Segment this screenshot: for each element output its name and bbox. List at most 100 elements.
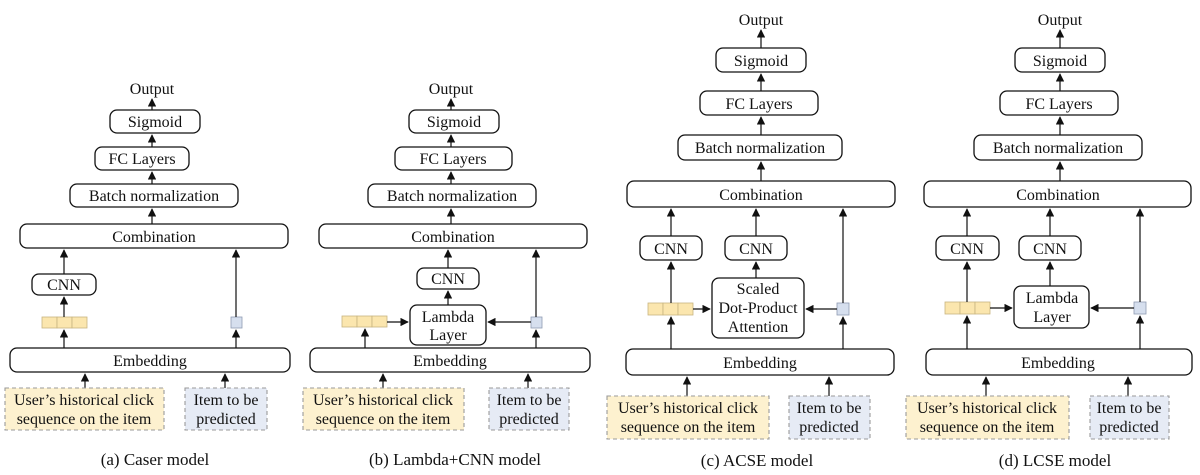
item-input-line-2: predicted xyxy=(499,411,559,428)
cnn-mid-label: CNN xyxy=(739,241,773,258)
user-input-line-2: sequence on the item xyxy=(316,411,451,428)
sigmoid-label: Sigmoid xyxy=(1033,53,1087,70)
user-click-sequence-input xyxy=(302,387,465,431)
user-click-sequence-input xyxy=(4,387,165,431)
attention-label-line-3: Attention xyxy=(728,319,788,336)
user-input-line-1: User’s historical click xyxy=(313,392,453,409)
panel-b-lambda-cnn: Output Sigmoid FC Layers Batch normaliza… xyxy=(302,81,591,469)
panel-caption: (c) ACSE model xyxy=(701,451,814,470)
batch-normalization-block xyxy=(69,183,239,208)
sigmoid-block xyxy=(408,109,500,134)
embedding-block xyxy=(925,348,1193,376)
combination-block xyxy=(19,223,289,249)
output-label: Output xyxy=(130,81,175,98)
user-input-line-2: sequence on the item xyxy=(621,419,756,436)
cnn-label: CNN xyxy=(47,277,81,294)
combination-block xyxy=(318,223,588,249)
embedding-label: Embedding xyxy=(723,355,797,372)
item-to-predict-input xyxy=(1089,395,1170,440)
fc-layers-label: FC Layers xyxy=(108,151,175,168)
lambda-label-line-2: Layer xyxy=(1033,309,1071,326)
combination-label: Combination xyxy=(1016,187,1100,204)
cnn-left-label: CNN xyxy=(950,241,984,258)
sigmoid-block xyxy=(1014,47,1106,73)
sigmoid-block xyxy=(715,47,807,73)
panel-a-caser: Output Sigmoid FC Layers Batch normaliza… xyxy=(4,81,291,469)
panel-c-acse: Output Sigmoid FC Layers Batch normaliza… xyxy=(606,12,896,470)
batch-normalization-block xyxy=(367,183,537,208)
user-embedding-vector xyxy=(341,315,388,328)
user-input-line-2: sequence on the item xyxy=(920,419,1055,436)
item-input-line-2: predicted xyxy=(196,411,256,428)
fc-layers-block xyxy=(394,146,513,171)
item-input-line-1: Item to be xyxy=(194,392,259,409)
embedding-label: Embedding xyxy=(413,353,487,370)
item-embedding-vector xyxy=(230,316,243,329)
panel-caption: (a) Caser model xyxy=(101,450,210,469)
panel-caption: (d) LCSE model xyxy=(999,451,1112,470)
output-label: Output xyxy=(429,81,474,98)
batch-normalization-label: Batch normalization xyxy=(993,140,1123,157)
item-input-line-1: Item to be xyxy=(797,400,862,417)
combination-label: Combination xyxy=(411,229,495,246)
item-embedding-vector xyxy=(836,302,850,316)
output-label: Output xyxy=(1038,12,1083,29)
batch-normalization-label: Batch normalization xyxy=(387,188,517,205)
fc-layers-block xyxy=(94,146,190,171)
user-click-sequence-input xyxy=(905,395,1070,440)
batch-normalization-block xyxy=(677,134,843,161)
user-embedding-vector xyxy=(41,316,88,329)
user-embedding-vector xyxy=(647,302,694,316)
item-input-line-1: Item to be xyxy=(497,392,562,409)
combination-label: Combination xyxy=(719,187,803,204)
cnn-label: CNN xyxy=(431,271,465,288)
lambda-layer-block xyxy=(1013,285,1090,329)
embedding-block xyxy=(309,347,591,373)
sigmoid-label: Sigmoid xyxy=(734,53,788,70)
lambda-label-line-2: Layer xyxy=(429,327,467,344)
item-input-line-2: predicted xyxy=(799,419,859,436)
fc-layers-label: FC Layers xyxy=(419,151,486,168)
item-to-predict-input xyxy=(488,387,570,431)
item-input-line-2: predicted xyxy=(1099,419,1159,436)
sigmoid-block xyxy=(109,109,201,134)
scaled-dot-product-attention-block xyxy=(711,277,805,339)
item-input-line-1: Item to be xyxy=(1097,400,1162,417)
output-label: Output xyxy=(739,12,784,29)
embedding-label: Embedding xyxy=(113,353,187,370)
fc-layers-block xyxy=(699,90,819,116)
embedding-block xyxy=(9,347,291,373)
cnn-mid-label: CNN xyxy=(1033,241,1067,258)
embedding-label: Embedding xyxy=(1021,355,1095,372)
sigmoid-label: Sigmoid xyxy=(128,114,182,131)
user-click-sequence-input xyxy=(606,395,770,440)
combination-block xyxy=(923,180,1192,208)
user-embedding-vector xyxy=(944,301,991,315)
embedding-block xyxy=(625,348,895,376)
user-input-line-1: User’s historical click xyxy=(14,392,154,409)
cnn-left-label: CNN xyxy=(654,241,688,258)
item-to-predict-input xyxy=(184,387,268,431)
item-embedding-vector xyxy=(530,316,543,329)
sigmoid-label: Sigmoid xyxy=(427,114,481,131)
fc-layers-block xyxy=(999,90,1119,116)
panel-d-lcse: Output Sigmoid FC Layers Batch normaliza… xyxy=(905,12,1193,470)
panel-caption: (b) Lambda+CNN model xyxy=(369,450,541,469)
batch-normalization-label: Batch normalization xyxy=(89,188,219,205)
lambda-label-line-1: Lambda xyxy=(1026,290,1078,307)
user-input-line-1: User’s historical click xyxy=(618,400,758,417)
combination-label: Combination xyxy=(112,229,196,246)
fc-layers-label: FC Layers xyxy=(725,96,792,113)
fc-layers-label: FC Layers xyxy=(1025,96,1092,113)
item-to-predict-input xyxy=(788,395,871,440)
lambda-label-line-1: Lambda xyxy=(422,309,474,326)
user-input-line-1: User’s historical click xyxy=(917,400,1057,417)
attention-label-line-2: Dot-Product xyxy=(718,300,798,317)
user-input-line-2: sequence on the item xyxy=(17,411,152,428)
item-embedding-vector xyxy=(1133,301,1147,315)
attention-label-line-1: Scaled xyxy=(737,281,780,298)
batch-normalization-label: Batch normalization xyxy=(695,140,825,157)
combination-block xyxy=(626,180,896,208)
batch-normalization-block xyxy=(973,134,1143,161)
